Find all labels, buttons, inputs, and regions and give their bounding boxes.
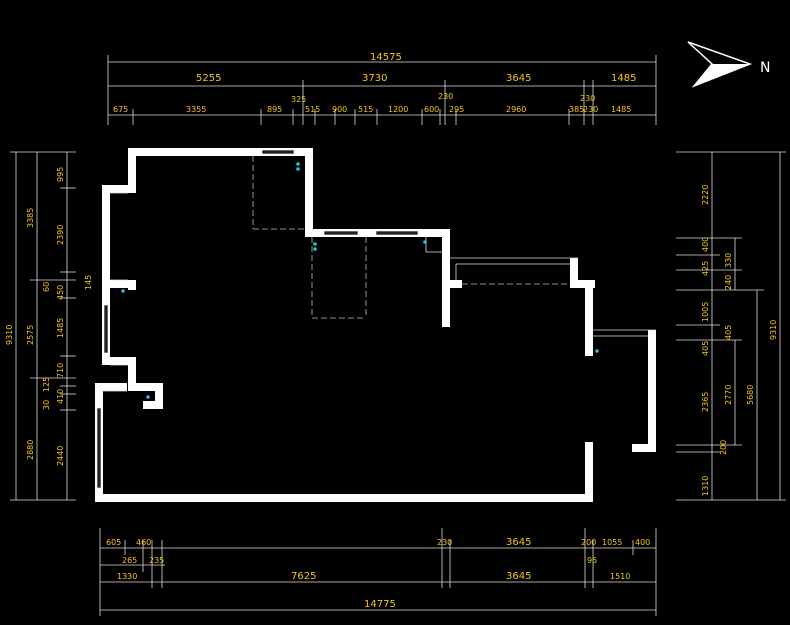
dim-top-d4: 325 [291,95,306,104]
dim-right-in-5: 405 [701,341,710,356]
dim-right-in-2: 400 [701,237,710,252]
dim-bot-r1-4: 3645 [506,537,531,548]
dim-right-in-4: 1005 [701,302,710,322]
dim-left-mid-3: 2880 [26,440,35,460]
dim-left-in-10: 2440 [56,446,65,466]
dim-bot-total: 14775 [364,599,396,610]
dim-right-in-6: 2365 [701,392,710,412]
dim-right-mid-2: 240 [724,275,733,290]
dim-left-in-1: 995 [56,167,65,182]
dim-left-extra: 145 [84,275,93,290]
dim-left-in-6: 710 [56,363,65,378]
dim-top-d1: 675 [113,105,128,114]
dim-top-2: 3730 [362,73,387,84]
dim-top-d15: 1485 [611,105,631,114]
dim-top-d14: 230 [583,105,598,114]
dim-top-d5: 515 [305,105,320,114]
dim-left-in-4: 450 [56,285,65,300]
dim-left-in-5: 1485 [56,318,65,338]
dim-bot-r1-7: 400 [635,538,650,547]
dim-right-mid-1: 330 [724,253,733,268]
top-dimension-lines [107,55,657,125]
dim-bot-r3-2: 7625 [291,571,316,582]
dim-bot-r1-5: 200 [581,538,596,547]
dim-right-in-1: 2220 [701,185,710,205]
dim-top-230: 230 [580,94,595,103]
dim-bot-r2-1: 265 [122,556,137,565]
dim-left-total: 9310 [5,325,14,345]
dim-right-extra-1: 405 [724,325,733,340]
dim-left-in-2: 2390 [56,225,65,245]
dim-right-total: 9310 [769,320,778,340]
dim-top-d6: 900 [332,105,347,114]
dim-bot-r2-3: 95 [587,556,597,565]
dim-left-in-9: 410 [56,389,65,404]
dim-top-d7: 515 [358,105,373,114]
dim-bot-r1-2: 460 [136,538,151,547]
outlet-icon [121,162,599,399]
dim-right-in-8: 1310 [701,476,710,496]
dim-top-total: 14575 [370,52,402,63]
dim-bot-r1-3: 230 [437,538,452,547]
dim-right-in-3: 425 [701,261,710,276]
dim-bot-r3-3: 3645 [506,571,531,582]
dim-left-in-7: 125 [42,377,51,392]
window-lines [96,149,656,489]
right-dimension-lines [676,151,786,501]
left-dimension-lines [10,151,76,501]
dim-top-d3: 895 [267,105,282,114]
dim-top-d13: 385 [569,105,584,114]
dim-top-4: 1485 [611,73,636,84]
dim-left-in-8: 30 [42,400,51,410]
dim-bot-r3-4: 1510 [610,572,630,581]
walls [95,148,656,502]
dim-bot-r1-6: 1055 [602,538,622,547]
dim-top-1: 5255 [196,73,221,84]
north-arrow-icon [687,41,753,88]
dim-top-d8: 1200 [388,105,408,114]
dim-left-mid-2: 2575 [26,325,35,345]
dim-top-d10: 230 [438,92,453,101]
north-label: N [760,60,770,76]
dim-top-d9: 600 [424,105,439,114]
dashed-partitions [252,156,570,319]
dim-top-d2: 3355 [186,105,206,114]
dim-top-d11: 295 [449,105,464,114]
dim-top-d12: 2960 [506,105,526,114]
bottom-dimension-lines [99,528,657,616]
dim-left-mid-1: 3385 [26,208,35,228]
dim-right-extra-2: 2770 [724,385,733,405]
dim-top-3: 3645 [506,73,531,84]
dim-bot-r3-1: 1330 [117,572,137,581]
dim-right-in-7: 200 [719,440,728,455]
dim-right-mid-3: 5680 [746,385,755,405]
dim-bot-r2-2: 235 [149,556,164,565]
dim-bot-r1-1: 605 [106,538,121,547]
dim-left-in-3: 60 [42,282,51,292]
